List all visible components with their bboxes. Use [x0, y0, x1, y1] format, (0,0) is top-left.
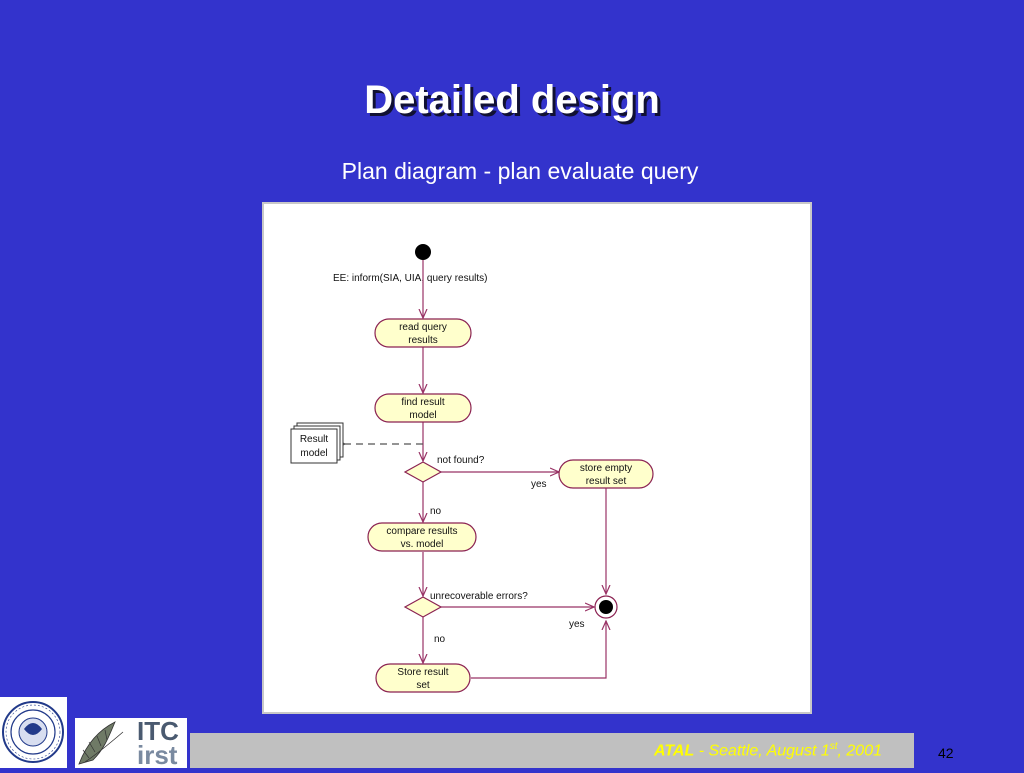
branch-label-no: no	[434, 634, 446, 645]
activity-label: compare results	[386, 526, 457, 537]
end-node	[594, 595, 618, 619]
itc-irst-logo: ITC irst	[75, 718, 187, 768]
activity-label: result set	[586, 476, 627, 487]
activity-label: model	[409, 410, 436, 421]
university-seal-logo	[0, 697, 67, 768]
activity-store-result-set: Store result set	[375, 663, 471, 693]
footer-separator: -	[694, 742, 709, 760]
data-object-label: Result	[300, 434, 329, 445]
branch-label-yes: yes	[569, 619, 585, 630]
slide-subtitle: Plan diagram - plan evaluate query	[341, 158, 699, 184]
activity-label: store empty	[580, 463, 632, 474]
activity-label: results	[408, 335, 437, 346]
event-label: EE: inform(SIA, UIA, query results)	[333, 273, 488, 284]
footer-bar: ATAL - Seattle, August 1st, 2001	[190, 733, 914, 768]
irst-logo-text: irst	[137, 740, 178, 770]
activity-label: read query	[399, 322, 447, 333]
footer-date-superscript: st	[829, 741, 838, 752]
decision-label-unrecoverable: unrecoverable errors?	[430, 591, 528, 602]
activity-store-empty-result-set: store empty result set	[558, 459, 654, 489]
page-number: 42	[938, 745, 954, 761]
flow-store-to-end	[471, 621, 606, 679]
branch-label-no: no	[430, 506, 442, 517]
plan-diagram-canvas: EE: inform(SIA, UIA, query results) read…	[290, 244, 654, 693]
activity-label: vs. model	[401, 539, 444, 550]
activity-find-result-model: find result model	[374, 393, 472, 423]
data-object-label: model	[300, 448, 327, 459]
itc-logo-text: ITC	[137, 716, 179, 746]
activity-label: Store result	[397, 667, 448, 678]
footer-year: , 2001	[837, 742, 882, 760]
plan-diagram: EE: inform(SIA, UIA, query results) read…	[262, 202, 812, 714]
footer-citation: ATAL - Seattle, August 1st, 2001	[654, 741, 882, 760]
activity-compare-results: compare results vs. model	[367, 522, 477, 552]
seal-icon	[2, 701, 64, 763]
decision-label-not-found: not found?	[437, 455, 485, 466]
leaf-icon	[78, 721, 124, 765]
footer-conference: ATAL	[653, 742, 695, 760]
footer-location-date: Seattle, August 1	[708, 742, 830, 760]
activity-label: set	[416, 680, 430, 691]
activity-read-query-results: read query results	[374, 318, 472, 348]
data-object-result-model: Result model	[290, 422, 344, 464]
start-node	[415, 244, 431, 260]
branch-label-yes: yes	[531, 479, 547, 490]
activity-label: find result	[401, 397, 445, 408]
decision-unrecoverable-errors	[403, 596, 443, 618]
slide-title: Detailed design	[364, 78, 660, 122]
decision-not-found	[403, 461, 443, 483]
